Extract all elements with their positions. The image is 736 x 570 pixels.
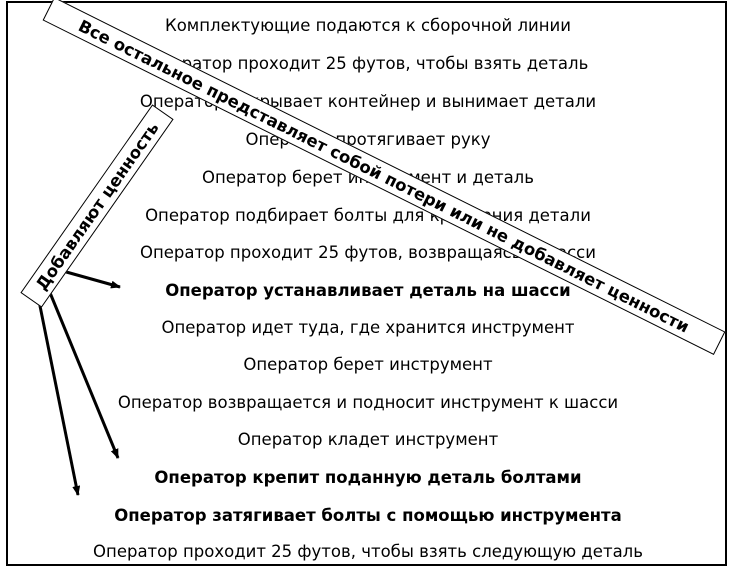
step-11: Оператор возвращается и подносит инструм… [117,393,619,412]
step-1: Комплектующие подаются к сборочной линии [164,16,571,35]
step-3: Оператор открывает контейнер и вынимает … [139,92,597,111]
step-14: Оператор затягивает болты с помощью инст… [114,506,622,525]
step-12: Оператор кладет инструмент [237,430,499,449]
step-7: Оператор проходит 25 футов, возвращаясь … [140,243,596,262]
step-10: Оператор берет инструмент [243,355,493,374]
step-4: Оператор протягивает руку [245,130,491,149]
step-9: Оператор идет туда, где хранится инструм… [161,318,575,337]
step-2: Оператор проходит 25 футов, чтобы взять … [147,54,589,73]
step-13: Оператор крепит поданную деталь болтами [154,468,582,487]
step-15: Оператор проходит 25 футов, чтобы взять … [93,542,643,561]
diagram-frame [6,1,727,566]
step-8: Оператор устанавливает деталь на шасси [165,281,571,300]
step-6: Оператор подбирает болты для крепления д… [145,206,591,225]
